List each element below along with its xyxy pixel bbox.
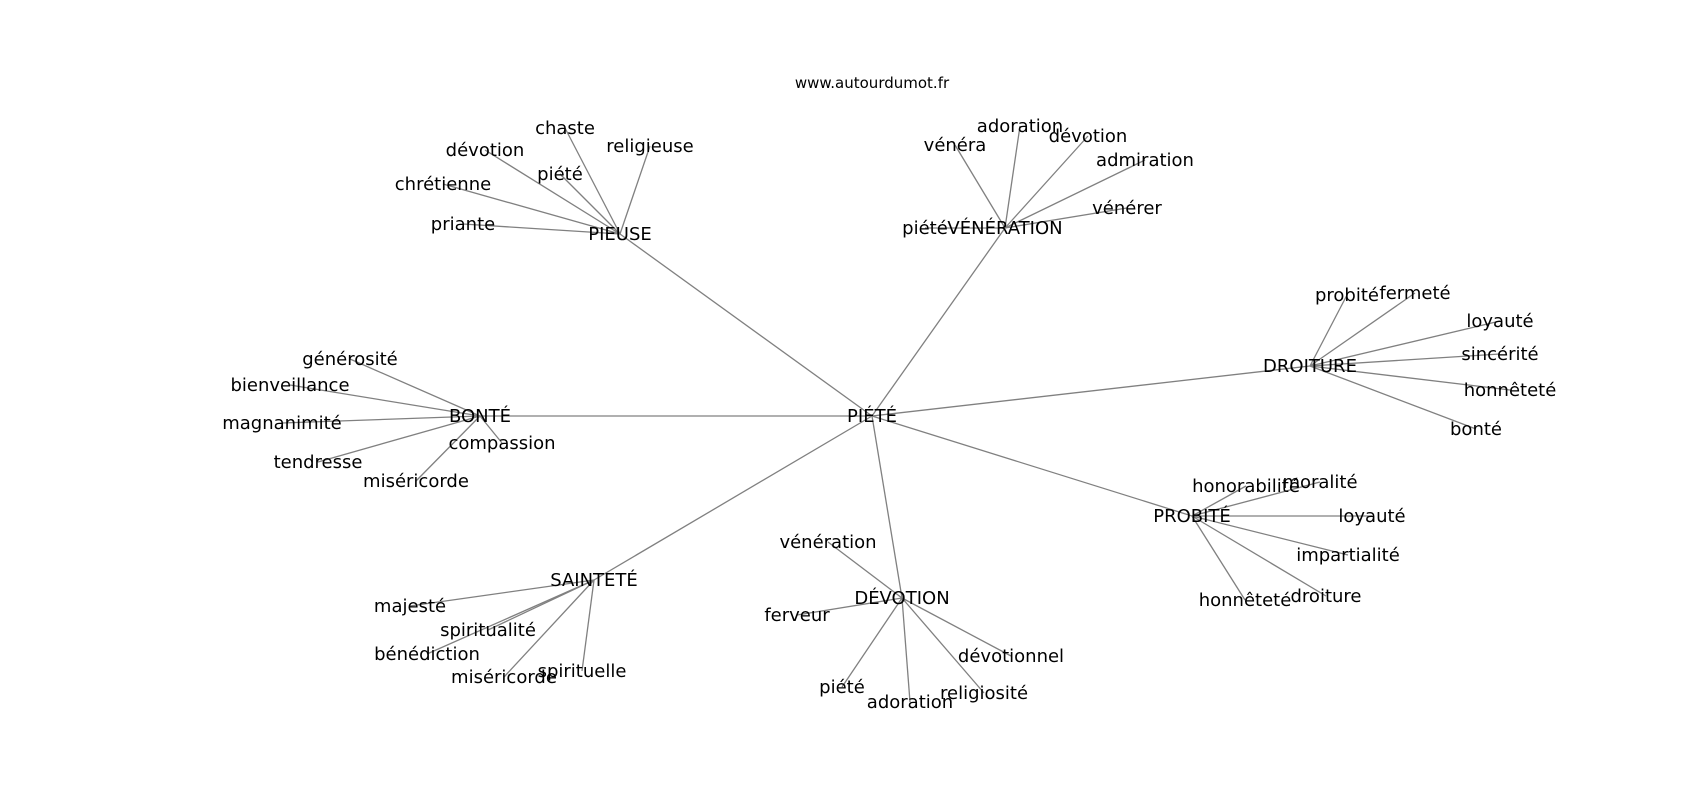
- leaf-node[interactable]: vénéra: [924, 135, 987, 156]
- leaf-node[interactable]: ferveur: [764, 605, 830, 626]
- leaf-node[interactable]: spiritualité: [440, 620, 536, 641]
- leaf-node[interactable]: bienveillance: [230, 375, 349, 396]
- edge-cluster-leaf: [954, 144, 1006, 229]
- leaf-node[interactable]: religiosité: [940, 683, 1028, 704]
- edge-cluster-leaf: [1309, 294, 1348, 367]
- edge-cluster-leaf: [484, 149, 621, 235]
- edge-cluster-leaf: [1309, 365, 1477, 430]
- leaf-node[interactable]: chrétienne: [395, 174, 491, 195]
- leaf-node[interactable]: dévotion: [1049, 126, 1128, 147]
- edge-cluster-leaf: [503, 579, 595, 678]
- leaf-node[interactable]: probité: [1315, 285, 1379, 306]
- edge-cluster-leaf: [409, 579, 595, 607]
- leaf-node[interactable]: honnêteté: [1464, 380, 1557, 401]
- leaf-node[interactable]: honorabilité: [1192, 476, 1300, 497]
- cluster-node[interactable]: SAINTETÉ: [550, 569, 638, 591]
- edge-cluster-leaf: [281, 415, 481, 424]
- leaf-node[interactable]: adoration: [867, 692, 953, 713]
- leaf-node[interactable]: majesté: [374, 596, 446, 617]
- edge-cluster-leaf: [901, 597, 1012, 657]
- leaf-node[interactable]: piété: [819, 677, 865, 698]
- edge-cluster-leaf: [827, 541, 903, 599]
- leaf-node[interactable]: sincérité: [1461, 344, 1538, 365]
- edge-cluster-leaf: [901, 597, 985, 694]
- edge-cluster-leaf: [796, 597, 903, 616]
- edge-cluster-leaf: [901, 597, 911, 703]
- edge-cluster-leaf: [289, 384, 481, 417]
- edge-cluster-leaf: [1191, 485, 1247, 517]
- edge-cluster-leaf: [1004, 135, 1089, 229]
- leaf-node[interactable]: dévotionnel: [958, 646, 1064, 667]
- edges: [281, 125, 1511, 703]
- leaf-node[interactable]: loyauté: [1338, 506, 1405, 527]
- edge-cluster-leaf: [1309, 353, 1501, 367]
- cluster-node[interactable]: DROITURE: [1263, 356, 1357, 377]
- leaf-node[interactable]: générosité: [302, 349, 398, 370]
- edge-root-cluster: [871, 227, 1006, 417]
- leaf-node[interactable]: piété: [902, 218, 948, 239]
- edge-cluster-leaf: [317, 415, 481, 463]
- edge-cluster-leaf: [1191, 481, 1321, 517]
- leaf-node[interactable]: admiration: [1096, 150, 1194, 171]
- leaf-node[interactable]: moralité: [1282, 472, 1357, 493]
- cluster-node[interactable]: VÉNÉRATION: [947, 217, 1062, 239]
- edge-cluster-leaf: [581, 579, 595, 672]
- edge-root-cluster: [871, 365, 1311, 417]
- edge-cluster-leaf: [415, 415, 481, 482]
- edge-root-cluster: [619, 233, 873, 417]
- edge-root-cluster: [871, 415, 903, 599]
- edge-cluster-leaf: [564, 127, 621, 235]
- leaf-node[interactable]: bonté: [1450, 419, 1502, 440]
- edge-cluster-leaf: [1004, 125, 1021, 229]
- leaf-node[interactable]: dévotion: [446, 140, 525, 161]
- leaf-node[interactable]: loyauté: [1466, 311, 1533, 332]
- edge-cluster-leaf: [349, 358, 481, 417]
- labels: PIÉTÉ PIEUSE chaste religieuse dévotion piété…: [222, 116, 1556, 713]
- edge-cluster-leaf: [1309, 365, 1511, 391]
- cluster-node[interactable]: PROBITÉ: [1153, 505, 1231, 527]
- leaf-node[interactable]: miséricorde: [363, 471, 469, 492]
- edge-cluster-leaf: [841, 597, 903, 688]
- leaf-node[interactable]: fermeté: [1379, 283, 1450, 304]
- edge-cluster-leaf: [462, 223, 621, 235]
- leaf-node[interactable]: vénération: [779, 532, 876, 553]
- leaf-node[interactable]: tendresse: [274, 452, 363, 473]
- leaf-node[interactable]: bénédiction: [374, 644, 480, 665]
- edge-cluster-leaf: [1191, 515, 1349, 556]
- root-node[interactable]: PIÉTÉ: [847, 405, 897, 427]
- edge-cluster-leaf: [426, 579, 595, 655]
- leaf-node[interactable]: religieuse: [606, 136, 693, 157]
- leaf-node[interactable]: priante: [431, 214, 495, 235]
- cluster-node[interactable]: PIEUSE: [588, 224, 652, 245]
- edge-cluster-leaf: [1309, 292, 1416, 367]
- cluster-node[interactable]: BONTÉ: [449, 405, 511, 427]
- leaf-node[interactable]: piété: [537, 164, 583, 185]
- edge-cluster-leaf: [1004, 159, 1146, 229]
- leaf-node[interactable]: vénérer: [1092, 198, 1162, 219]
- cluster-node[interactable]: DÉVOTION: [854, 587, 949, 609]
- edge-root-cluster: [871, 415, 1193, 517]
- edge-cluster-leaf: [1004, 207, 1128, 229]
- leaf-node[interactable]: droiture: [1291, 586, 1362, 607]
- edge-cluster-leaf: [1191, 515, 1246, 601]
- edge-cluster-leaf: [479, 415, 503, 444]
- edge-cluster-leaf: [559, 173, 621, 235]
- edge-cluster-leaf: [1191, 515, 1327, 597]
- edge-cluster-leaf: [619, 145, 651, 235]
- edge-root-cluster: [593, 415, 873, 581]
- leaf-node[interactable]: miséricorde: [451, 667, 557, 688]
- leaf-node[interactable]: honnêteté: [1199, 590, 1292, 611]
- leaf-node[interactable]: compassion: [448, 433, 555, 454]
- leaf-node[interactable]: impartialité: [1296, 545, 1400, 566]
- leaf-node[interactable]: adoration: [977, 116, 1063, 137]
- leaf-node[interactable]: chaste: [535, 118, 595, 139]
- edge-cluster-leaf: [442, 183, 621, 235]
- leaf-node[interactable]: magnanimité: [222, 413, 342, 434]
- edge-cluster-leaf: [1309, 320, 1501, 367]
- leaf-node[interactable]: spirituelle: [538, 661, 627, 682]
- site-url: www.autourdumot.fr: [795, 74, 950, 92]
